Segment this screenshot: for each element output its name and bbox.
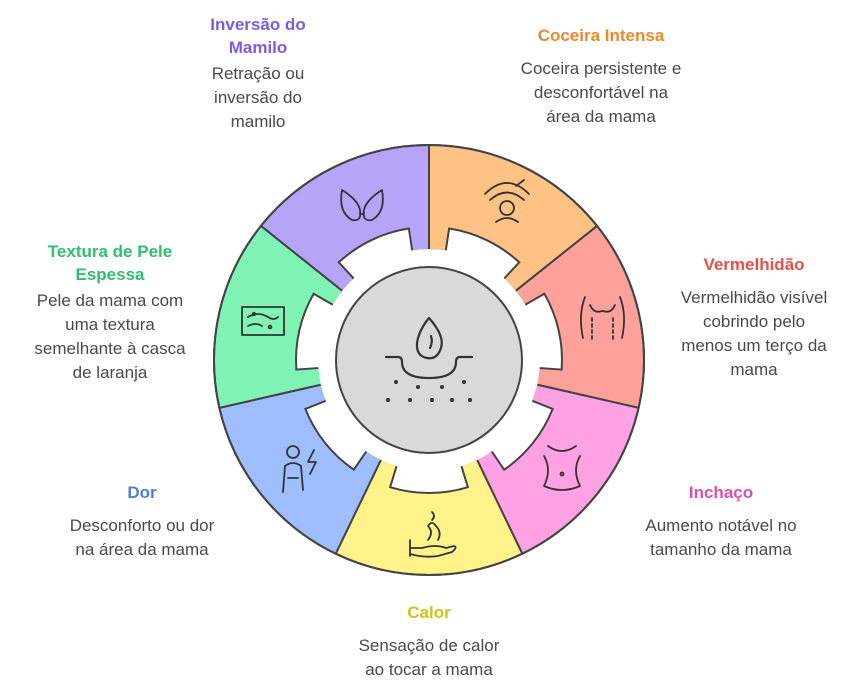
outer-outline [213,144,645,576]
hand-heat-icon [409,511,457,558]
label-redness: Vermelhidão Vermelhidão visível cobrindo… [679,253,829,382]
label-description: Aumento notável no tamanho da mama [645,516,797,559]
connector-tab [523,292,563,371]
connector-tab [295,292,335,371]
connector-tab [489,399,554,472]
label-pain: Dor Desconforto ou dor na área da mama [62,481,222,562]
label-heat: Calor Sensação de calor ao tocar a mama [339,601,519,682]
label-description: Retração ou inversão do mamilo [211,64,305,131]
label-description: Coceira persistente e desconfortável na … [520,59,682,126]
connector-tab [304,399,369,472]
torso-icon [580,296,625,341]
connector-tab [337,227,414,281]
scratching-icon [484,179,530,223]
label-title: Vermelhidão [703,255,805,274]
label-title: Calor [407,603,451,622]
label-texture: Textura de Pele Espessa Pele da mama com… [25,240,195,385]
label-nipple: Inversão do Mamilo Retração ou inversão … [183,13,333,134]
skin-texture-icon [241,306,285,336]
label-title: Inchaço [688,483,754,502]
body-icon [543,445,581,491]
pain-person-icon [282,445,317,493]
label-title: Dor [127,483,157,502]
connector-tab [444,227,521,281]
label-swelling: Inchaço Aumento notável no tamanho da ma… [631,481,811,562]
label-description: Pele da mama com uma textura semelhante … [34,291,186,382]
label-description: Sensação de calor ao tocar a mama [358,636,500,679]
bra-icon [340,189,384,222]
label-title: Coceira Intensa [537,26,665,45]
connector-tab [388,464,470,494]
label-title: Inversão do Mamilo [210,15,306,57]
label-itch: Coceira Intensa Coceira persistente e de… [511,24,691,129]
center-hub [335,266,523,454]
label-title: Textura de Pele Espessa [47,242,173,284]
label-description: Vermelhidão visível cobrindo pelo menos … [680,288,828,379]
inner-ring [295,227,563,494]
label-description: Desconforto ou dor na área da mama [69,516,215,559]
ring-band [318,249,540,471]
skin-drop-icon [384,316,474,402]
